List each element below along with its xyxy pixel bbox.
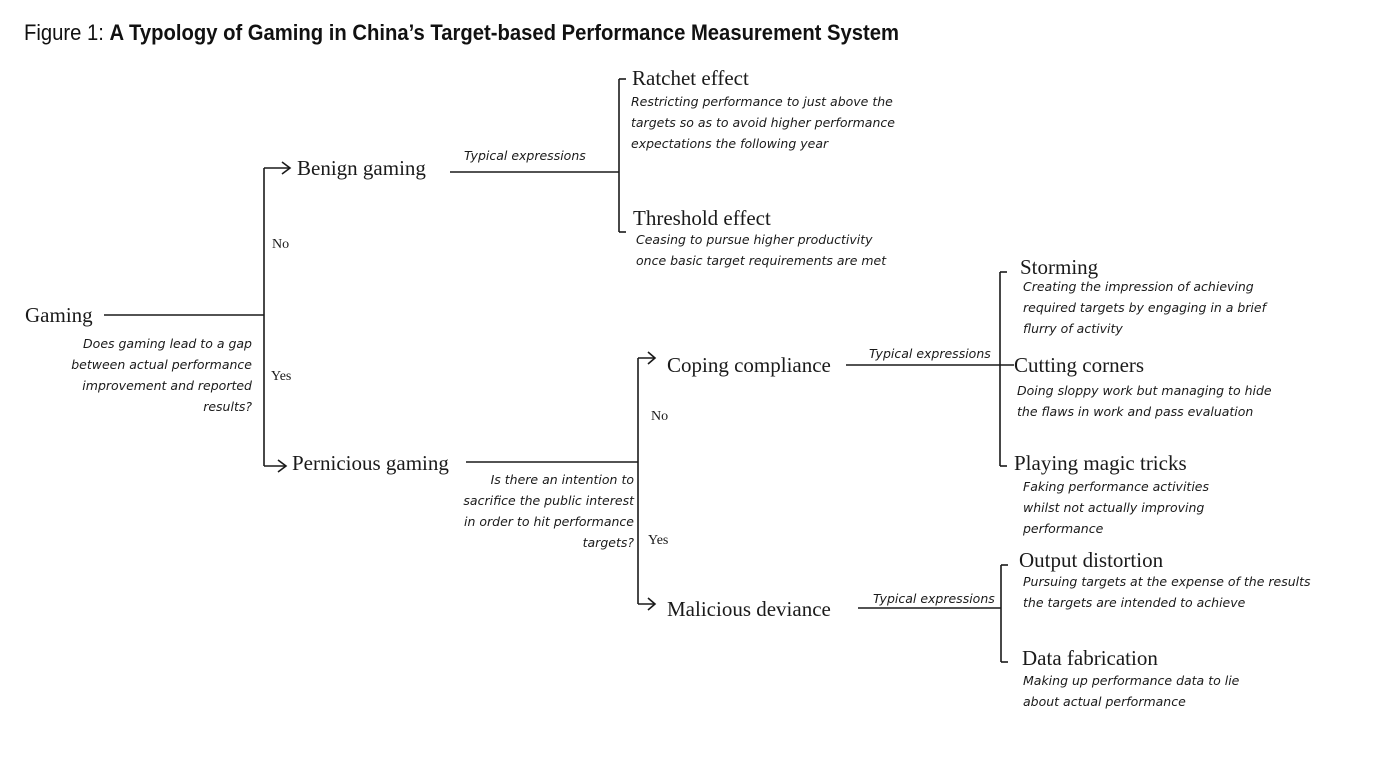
- pernicious-question-line: in order to hit performance: [464, 514, 634, 529]
- pernicious-question-line: sacrifice the public interest: [463, 493, 634, 508]
- root-question: Does gaming lead to a gap between actual…: [71, 333, 252, 417]
- magic-desc-line: Faking performance activities: [1023, 479, 1209, 494]
- ratchet-effect-node: Ratchet effect: [632, 66, 749, 90]
- root-question-line: improvement and reported: [82, 378, 252, 393]
- output-distortion-node: Output distortion: [1019, 548, 1164, 572]
- pernicious-yes-label: Yes: [648, 533, 669, 548]
- coping-compliance-node: Coping compliance: [667, 353, 831, 377]
- data-fabrication-desc: Making up performance data to lie about …: [1023, 670, 1239, 712]
- output-distortion-desc: Pursuing targets at the expense of the r…: [1023, 571, 1311, 613]
- ratchet-desc-line: expectations the following year: [631, 136, 829, 151]
- fabrication-desc-line: Making up performance data to lie: [1023, 673, 1240, 688]
- benign-gaming-node: Benign gaming: [297, 156, 426, 180]
- figure-title: Figure 1: A Typology of Gaming in China’…: [24, 20, 899, 46]
- output-desc-line: the targets are intended to achieve: [1023, 595, 1246, 610]
- benign-typical-label: Typical expressions: [464, 148, 586, 163]
- threshold-effect-node: Threshold effect: [633, 206, 771, 230]
- cutting-corners-desc: Doing sloppy work but managing to hide t…: [1017, 380, 1272, 422]
- pernicious-no-label: No: [651, 409, 669, 424]
- magic-desc-line: performance: [1023, 521, 1104, 536]
- storming-desc: Creating the impression of achieving req…: [1023, 276, 1266, 339]
- pernicious-question-line: Is there an intention to: [490, 472, 634, 487]
- root-no-label: No: [272, 237, 290, 252]
- ratchet-desc-line: targets so as to avoid higher performanc…: [631, 115, 895, 130]
- coping-typical-label: Typical expressions: [869, 346, 991, 361]
- pernicious-question-line: targets?: [582, 535, 634, 550]
- gaming-node: Gaming: [25, 303, 93, 327]
- threshold-desc-line: once basic target requirements are met: [636, 253, 887, 268]
- malicious-arrowhead: [647, 597, 657, 611]
- benign-arrowhead: [281, 161, 292, 175]
- storming-node: Storming: [1020, 255, 1099, 279]
- pernicious-question: Is there an intention to sacrifice the p…: [463, 469, 634, 553]
- coping-arrowhead: [647, 351, 657, 365]
- storming-desc-line: required targets by engaging in a brief: [1023, 300, 1266, 315]
- storming-desc-line: flurry of activity: [1023, 321, 1123, 336]
- ratchet-desc-line: Restricting performance to just above th…: [631, 94, 893, 109]
- cutting-corners-node: Cutting corners: [1014, 353, 1145, 377]
- root-yes-label: Yes: [271, 369, 292, 384]
- figure-label: Figure 1:: [24, 20, 104, 45]
- playing-magic-tricks-node: Playing magic tricks: [1014, 451, 1187, 475]
- output-desc-line: Pursuing targets at the expense of the r…: [1023, 574, 1311, 589]
- figure-title-text: A Typology of Gaming in China’s Target-b…: [109, 20, 900, 45]
- root-question-line: Does gaming lead to a gap: [83, 336, 252, 351]
- playing-magic-tricks-desc: Faking performance activities whilst not…: [1023, 476, 1209, 539]
- pernicious-arrowhead: [277, 459, 288, 473]
- magic-desc-line: whilst not actually improving: [1023, 500, 1205, 515]
- threshold-effect-desc: Ceasing to pursue higher productivity on…: [636, 229, 886, 271]
- ratchet-effect-desc: Restricting performance to just above th…: [631, 91, 895, 154]
- malicious-typical-label: Typical expressions: [873, 591, 995, 606]
- fabrication-desc-line: about actual performance: [1023, 694, 1186, 709]
- pernicious-gaming-node: Pernicious gaming: [292, 451, 449, 475]
- storming-desc-line: Creating the impression of achieving: [1023, 279, 1254, 294]
- data-fabrication-node: Data fabrication: [1022, 646, 1158, 670]
- root-question-line: between actual performance: [71, 357, 252, 372]
- malicious-deviance-node: Malicious deviance: [667, 597, 831, 621]
- root-question-line: results?: [203, 399, 252, 414]
- cutting-desc-line: Doing sloppy work but managing to hide: [1017, 383, 1272, 398]
- cutting-desc-line: the flaws in work and pass evaluation: [1017, 404, 1254, 419]
- threshold-desc-line: Ceasing to pursue higher productivity: [636, 232, 873, 247]
